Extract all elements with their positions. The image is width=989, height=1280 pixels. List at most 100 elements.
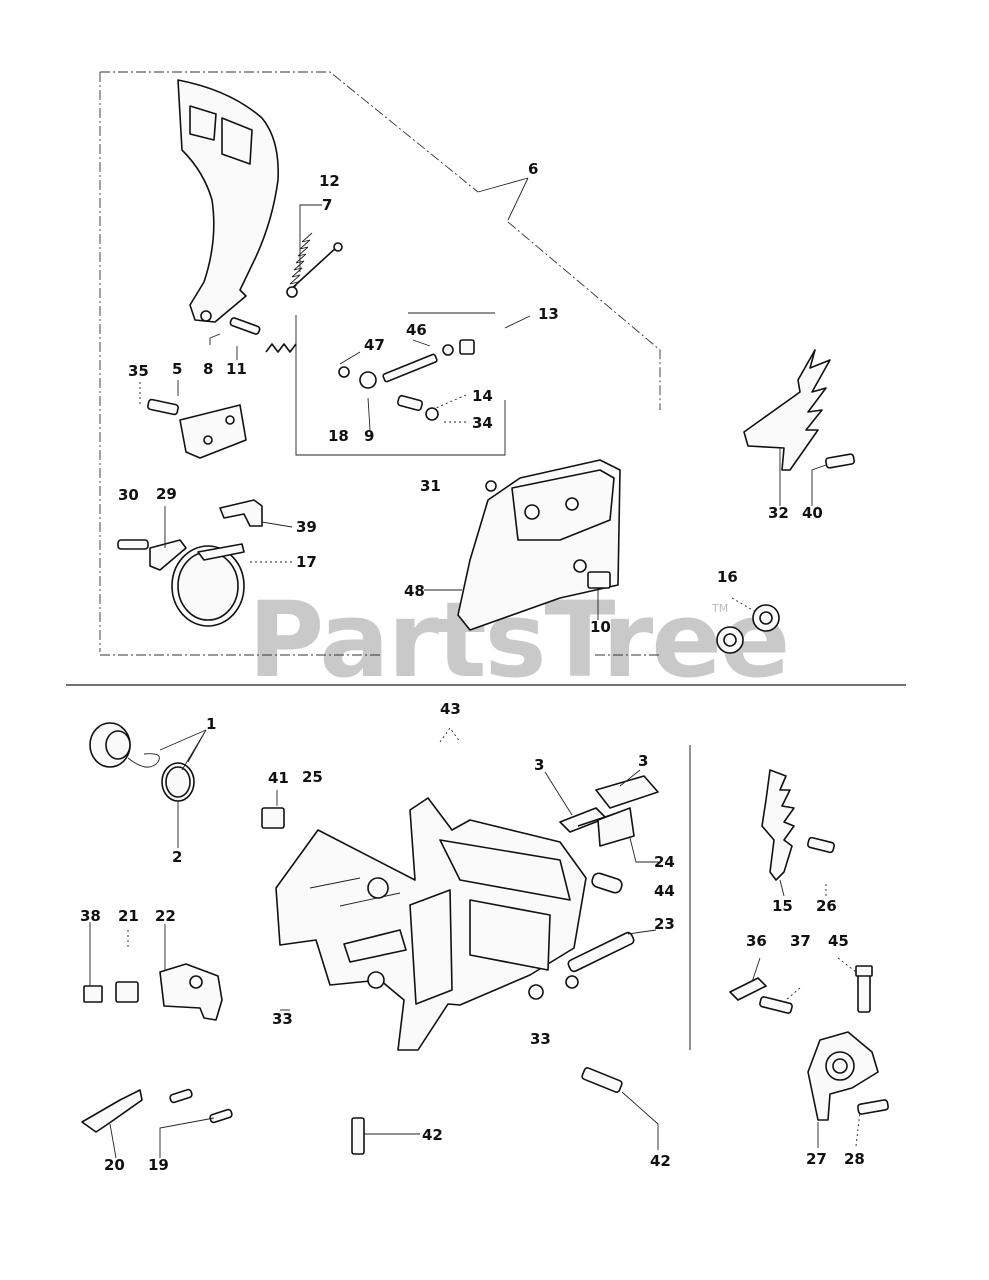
callout-3b: 3	[638, 752, 648, 770]
callout-28: 28	[844, 1150, 865, 1168]
callout-6: 6	[528, 160, 538, 178]
kit-outline-right	[507, 221, 661, 410]
callout-22: 22	[155, 907, 176, 925]
callout-31: 31	[420, 477, 441, 495]
part-1-oil-cap	[89, 722, 160, 768]
part-27-pump-body	[807, 1031, 879, 1121]
callout-15: 15	[772, 897, 793, 915]
callout-12: 12	[319, 172, 340, 190]
callout-labels: 6 12 7 13 46 47 35 5 8 11 14 34 18 9 31 …	[80, 160, 865, 1174]
callout-13: 13	[538, 305, 559, 323]
callout-48: 48	[404, 582, 425, 600]
callout-33-right: 33	[530, 1030, 551, 1048]
part-10-plate	[587, 571, 611, 589]
part-39-link	[219, 499, 263, 527]
callout-30: 30	[118, 486, 139, 504]
callout-2: 2	[172, 848, 182, 866]
callout-40: 40	[802, 504, 823, 522]
part-42-bolt-right	[581, 1067, 623, 1093]
callout-14: 14	[472, 387, 493, 405]
callout-34: 34	[472, 414, 493, 432]
part-14-pin	[396, 394, 439, 421]
part-7-spring	[286, 232, 343, 298]
callout-41: 41	[268, 769, 289, 787]
callout-46: 46	[406, 321, 427, 339]
part-35-screw	[147, 398, 179, 416]
callout-37: 37	[790, 932, 811, 950]
part-45-oil-pump	[855, 965, 873, 1013]
callout-44: 44	[654, 882, 675, 900]
callout-27: 27	[806, 1150, 827, 1168]
callout-26: 26	[816, 897, 837, 915]
kit-13-bracket	[295, 315, 506, 456]
part-38-insert	[83, 985, 103, 1003]
callout-10: 10	[590, 618, 611, 636]
callout-19: 19	[148, 1156, 169, 1174]
callout-33-left: 33	[272, 1010, 293, 1028]
callout-42-left: 42	[422, 1126, 443, 1144]
callout-11: 11	[226, 360, 247, 378]
watermark-trademark: TM	[711, 602, 728, 615]
part-32-catcher	[743, 349, 831, 471]
part-30-screw	[117, 539, 149, 550]
callout-23: 23	[654, 915, 675, 933]
part-5-hand-guard	[177, 79, 279, 323]
part-23-bar-stud	[565, 931, 635, 989]
part-42-bolt-left	[351, 1117, 365, 1155]
part-24-bracket	[559, 775, 659, 847]
part-47-screw	[382, 353, 438, 383]
part-37-screw	[759, 996, 793, 1014]
callout-45: 45	[828, 932, 849, 950]
part-5-bracket	[179, 404, 247, 459]
callout-3a: 3	[534, 756, 544, 774]
callout-18: 18	[328, 427, 349, 445]
part-26-screw	[807, 836, 835, 854]
callout-24: 24	[654, 853, 675, 871]
part-19-screw-a	[169, 1088, 193, 1104]
callout-7: 7	[322, 196, 332, 214]
callout-20: 20	[104, 1156, 125, 1174]
part-36-wedge	[729, 977, 767, 1001]
kit-outline-top	[100, 71, 479, 193]
callout-29: 29	[156, 485, 177, 503]
kit-13-leader	[504, 315, 531, 329]
callout-17: 17	[296, 553, 317, 571]
part-41-grommet	[261, 807, 285, 829]
callout-21: 21	[118, 907, 139, 925]
callout-42-right: 42	[650, 1152, 671, 1170]
leader-lines	[89, 204, 861, 1159]
callout-16: 16	[717, 568, 738, 586]
kit-6-leader	[477, 177, 529, 221]
callout-1: 1	[206, 715, 216, 733]
part-29-clip	[149, 539, 187, 571]
callout-39: 39	[296, 518, 317, 536]
callout-8: 8	[203, 360, 213, 378]
part-9-washer	[338, 366, 377, 389]
callout-25: 25	[302, 768, 323, 786]
part-33-nut-left	[367, 971, 385, 989]
part-21-damper	[115, 981, 139, 1003]
callout-38: 38	[80, 907, 101, 925]
part-28-screw	[857, 1099, 889, 1115]
part-20-rod	[81, 1089, 143, 1133]
part-15-catcher	[761, 769, 795, 881]
part-16-bushings	[716, 604, 780, 654]
callout-9: 9	[364, 427, 374, 445]
part-11-spring	[265, 343, 297, 353]
callout-5: 5	[172, 360, 182, 378]
part-40-screw	[825, 453, 855, 469]
part-44-sleeve	[591, 872, 623, 894]
part-33-nut-right	[528, 984, 544, 1000]
callout-43: 43	[440, 700, 461, 718]
callout-35: 35	[128, 362, 149, 380]
callout-36: 36	[746, 932, 767, 950]
part-8-pin	[229, 317, 261, 335]
part-31-stud	[485, 480, 497, 492]
part-43-crankcase	[275, 797, 587, 1051]
part-19-screw-b	[209, 1108, 233, 1124]
part-22-switch	[159, 963, 223, 1021]
part-17-brake-band	[171, 543, 245, 627]
callout-47: 47	[364, 336, 385, 354]
